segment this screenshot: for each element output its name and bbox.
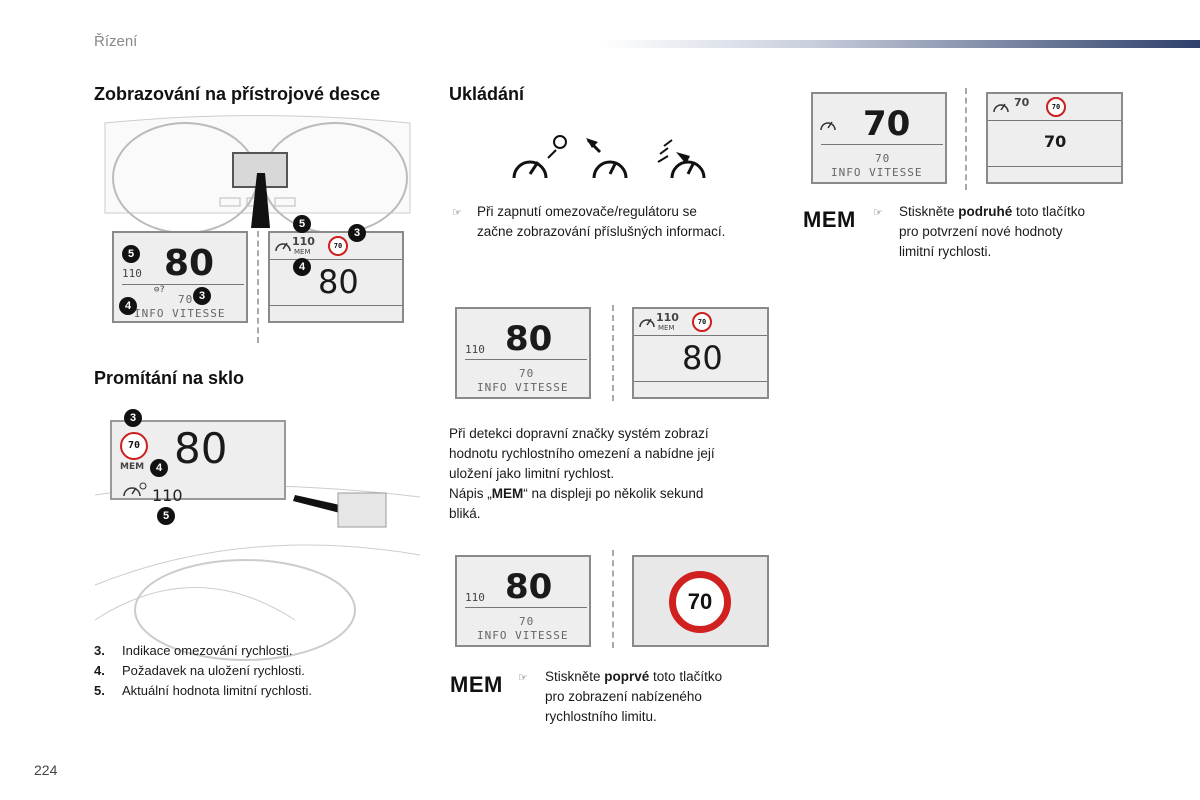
speed-limit-sign: 70 — [669, 571, 731, 633]
lcd-b-speed: 80 — [682, 339, 723, 377]
callout-4b: 4 — [293, 258, 311, 276]
callout-3: 3 — [193, 287, 211, 305]
mem-button-label[interactable]: MEM — [450, 672, 503, 697]
divider-dash — [257, 231, 259, 343]
speedometer-icon — [993, 103, 1009, 113]
lcd-d-info: INFO VITESSE — [831, 166, 923, 179]
para-detection: Při detekci dopravní značky systém zobra… — [449, 426, 715, 521]
speedometer-icon — [123, 482, 147, 497]
speedometer-icon — [639, 318, 655, 328]
lcd-a-limit: 70 — [519, 367, 535, 380]
legend-item: 5.Aktuální hodnota limitní rychlosti. — [94, 683, 313, 698]
bullet-icon: ☞ — [873, 207, 883, 219]
lcd-d: 70 70 INFO VITESSE — [811, 92, 947, 184]
header-bar — [600, 40, 1200, 48]
hud-callout-5: 5 — [157, 507, 175, 525]
lcd-mem-label: MEM — [294, 248, 311, 256]
hud-big-speed: 80 — [174, 424, 228, 473]
lcd-c: 80 110 70 INFO VITESSE — [455, 555, 591, 647]
divider-dash — [965, 88, 967, 190]
hud-speed-sign: 70 — [120, 432, 148, 460]
lcd-icon-limit: ⊖? — [154, 285, 165, 295]
hud-mem-label: MEM — [120, 462, 145, 472]
lcd-c-limit: 70 — [519, 615, 535, 628]
lcd-a-info: INFO VITESSE — [477, 381, 569, 394]
lcd-b: 110 MEM 70 80 — [632, 307, 769, 399]
lcd-b-mem: MEM — [658, 324, 675, 332]
lcd-c-speed: 80 — [505, 567, 553, 607]
lcd-b-top: 110 — [656, 311, 679, 324]
speed-sign-small: 70 — [328, 236, 348, 256]
lcd-current-speed: 80 — [164, 243, 215, 284]
lcd-d-speed: 70 — [863, 104, 911, 144]
speed-store-icon — [586, 138, 628, 179]
lcd-b-sign: 70 — [692, 312, 712, 332]
hud-callout-3: 3 — [124, 409, 142, 427]
bullet-icon: ☞ — [452, 207, 462, 219]
callout-5: 5 — [122, 245, 140, 263]
lcd-c-small: 110 — [465, 591, 485, 604]
heading-storing: Ukládání — [449, 84, 525, 104]
lcd-e-top: 70 — [1014, 96, 1030, 109]
lcd-a-speed: 80 — [505, 319, 553, 359]
heading-dashboard-display: Zobrazování na přístrojové desce — [94, 84, 381, 104]
bullet-icon: ☞ — [518, 672, 528, 684]
speedometer-icon — [820, 121, 836, 131]
step-first-press: Stiskněte poprvé toto tlačítko pro zobra… — [545, 669, 723, 724]
lcd-e-sign: 70 — [1046, 97, 1066, 117]
divider-dash — [612, 305, 614, 401]
lcd-big-speed: 80 — [318, 263, 359, 301]
lcd-speed-small: 110 — [122, 267, 142, 280]
cluster-lcd-alt: 110 MEM 70 80 — [268, 231, 404, 323]
page-number: 224 — [34, 762, 58, 778]
speed-signal-icon — [657, 139, 706, 179]
legend-item: 4.Požadavek na uložení rychlosti. — [94, 663, 305, 678]
divider-dash — [612, 550, 614, 648]
callout-4: 4 — [119, 297, 137, 315]
lcd-top-speed: 110 — [292, 235, 315, 248]
lcd-info-text: INFO VITESSE — [134, 307, 226, 320]
hud-callout-4: 4 — [150, 459, 168, 477]
callout-3b: 3 — [348, 224, 366, 242]
lcd-a-small: 110 — [465, 343, 485, 356]
speed-limiter-icon — [512, 135, 567, 179]
road-sign-panel: 70 — [632, 555, 769, 647]
lcd-c-info: INFO VITESSE — [477, 629, 569, 642]
lcd-d-limit: 70 — [875, 152, 891, 165]
hud-display: 70 80 MEM 110 — [110, 420, 286, 505]
legend-item: 3.Indikace omezování rychlosti. — [94, 643, 293, 658]
lcd-e-speed: 70 — [1044, 132, 1067, 151]
lcd-limit-value: 70 — [178, 293, 194, 306]
dashboard-illustration — [104, 115, 411, 234]
speedometer-icon — [275, 242, 291, 252]
lcd-a: 80 110 70 INFO VITESSE — [455, 307, 591, 399]
callout-5b: 5 — [293, 215, 311, 233]
heading-hud: Promítání na sklo — [94, 368, 245, 388]
mem-button-label-2[interactable]: MEM — [803, 207, 856, 232]
section-title: Řízení — [94, 33, 138, 50]
para-activation: Při zapnutí omezovače/regulátoru se začn… — [477, 204, 726, 239]
hud-illustration — [94, 484, 421, 661]
lcd-e: 70 70 70 — [986, 92, 1123, 184]
hud-small-speed: 110 — [152, 486, 183, 505]
step-second-press: Stiskněte podruhé toto tlačítko pro potv… — [899, 204, 1086, 259]
